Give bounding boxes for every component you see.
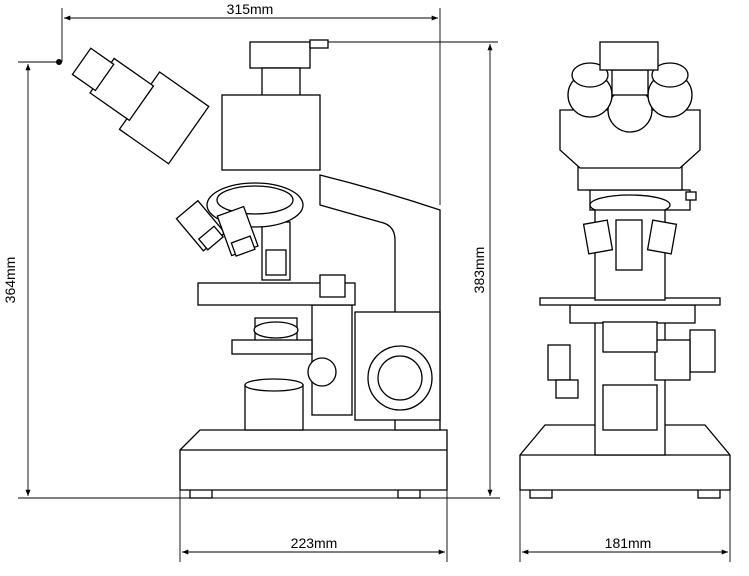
dimension-base-depth: 223mm <box>291 535 338 551</box>
dimension-height-to-eyepiece: 364mm <box>2 257 18 304</box>
dimension-base-width: 181mm <box>605 535 652 551</box>
side-view <box>71 39 448 499</box>
dimension-overall-height: 383mm <box>471 247 487 294</box>
dimension-overall-width: 315mm <box>227 1 274 17</box>
front-view <box>519 41 731 499</box>
